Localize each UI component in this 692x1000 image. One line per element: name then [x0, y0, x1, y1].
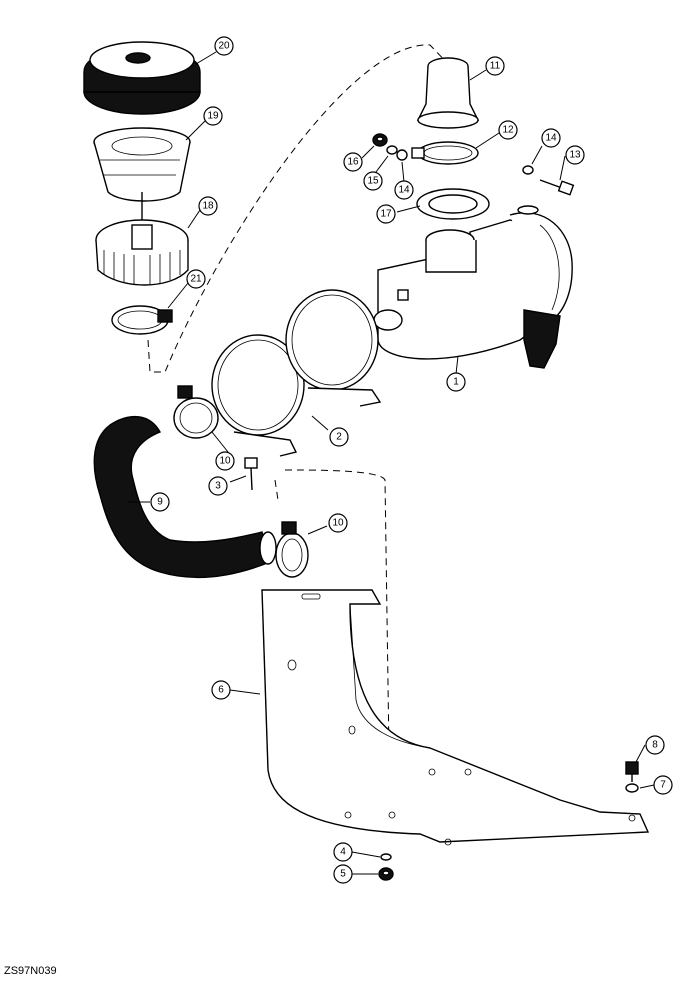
callout-6: 6: [211, 680, 231, 700]
air-cleaner-housing: [373, 205, 573, 369]
callout-13: 13: [565, 145, 585, 165]
intake-hose: [93, 415, 277, 579]
callout-3-label: 3: [215, 481, 221, 492]
bolt-8: [625, 761, 639, 782]
mounting-band-right: [285, 289, 382, 407]
callout-10-upper-label: 10: [219, 456, 231, 467]
callout-9-label: 9: [157, 497, 163, 508]
callout-19: 19: [203, 106, 223, 126]
air-cleaner-cover: [83, 41, 201, 115]
callout-6-label: 6: [218, 685, 224, 696]
dashed-assembly-line: [274, 469, 391, 821]
washer-7: [625, 783, 639, 793]
callout-16-label: 16: [347, 157, 359, 168]
filter-element-outer: [93, 127, 191, 202]
callout-21: 21: [186, 269, 206, 289]
callout-15-label: 15: [367, 176, 379, 187]
washer-14-right: [522, 165, 534, 175]
filter-element-inner: [95, 192, 189, 286]
callout-14-right-label: 14: [545, 133, 557, 144]
lockwasher-15: [386, 145, 398, 155]
callout-13-label: 13: [569, 150, 581, 161]
callout-19-label: 19: [207, 111, 219, 122]
callout-8-label: 8: [652, 740, 658, 751]
hose-clamp-10-upper: [173, 385, 219, 439]
callout-10-upper: 10: [215, 451, 235, 471]
mounting-bracket: [261, 589, 650, 846]
callout-5-label: 5: [340, 869, 346, 880]
callout-11: 11: [485, 56, 505, 76]
callout-18-label: 18: [202, 201, 214, 212]
callout-9: 9: [150, 492, 170, 512]
bolt-3: [244, 457, 258, 491]
precleaner-tube: [416, 57, 480, 129]
callout-17-label: 17: [380, 209, 392, 220]
callout-2: 2: [329, 427, 349, 447]
callout-18: 18: [198, 196, 218, 216]
band-clamp-12: [411, 141, 479, 165]
callout-1: 1: [446, 372, 466, 392]
washer-14-left: [396, 149, 408, 161]
gasket-17: [416, 188, 490, 220]
callout-10-lower-label: 10: [332, 518, 344, 529]
callout-20-label: 20: [218, 41, 230, 52]
callout-2-label: 2: [336, 432, 342, 443]
callout-15: 15: [363, 171, 383, 191]
nut-5: [378, 867, 394, 881]
callout-11-label: 11: [490, 61, 501, 72]
hose-clamp-10-lower: [275, 521, 309, 578]
callout-7-label: 7: [660, 780, 666, 791]
callout-10-lower: 10: [328, 513, 348, 533]
callout-4: 4: [333, 842, 353, 862]
callout-21-label: 21: [190, 274, 202, 285]
callout-12: 12: [498, 120, 518, 140]
callout-3: 3: [208, 476, 228, 496]
washer-4: [380, 853, 392, 861]
callout-7: 7: [653, 775, 673, 795]
callout-5: 5: [333, 864, 353, 884]
callout-16: 16: [343, 152, 363, 172]
leader-lines: [128, 51, 655, 875]
dashed-assembly-line: [147, 44, 453, 373]
callout-8: 8: [645, 735, 665, 755]
callout-1-label: 1: [453, 377, 459, 388]
mounting-band-left: [211, 334, 305, 457]
callout-12-label: 12: [502, 125, 514, 136]
callout-14-left: 14: [394, 180, 414, 200]
figure-id: ZS97N039: [4, 965, 57, 977]
callout-14-left-label: 14: [398, 185, 410, 196]
bolt-13: [539, 179, 575, 196]
hose-clamp-21: [111, 305, 173, 335]
callout-4-label: 4: [340, 847, 346, 858]
callout-14-right: 14: [541, 128, 561, 148]
callout-20: 20: [214, 36, 234, 56]
nut-16: [372, 133, 388, 147]
callout-17: 17: [376, 204, 396, 224]
